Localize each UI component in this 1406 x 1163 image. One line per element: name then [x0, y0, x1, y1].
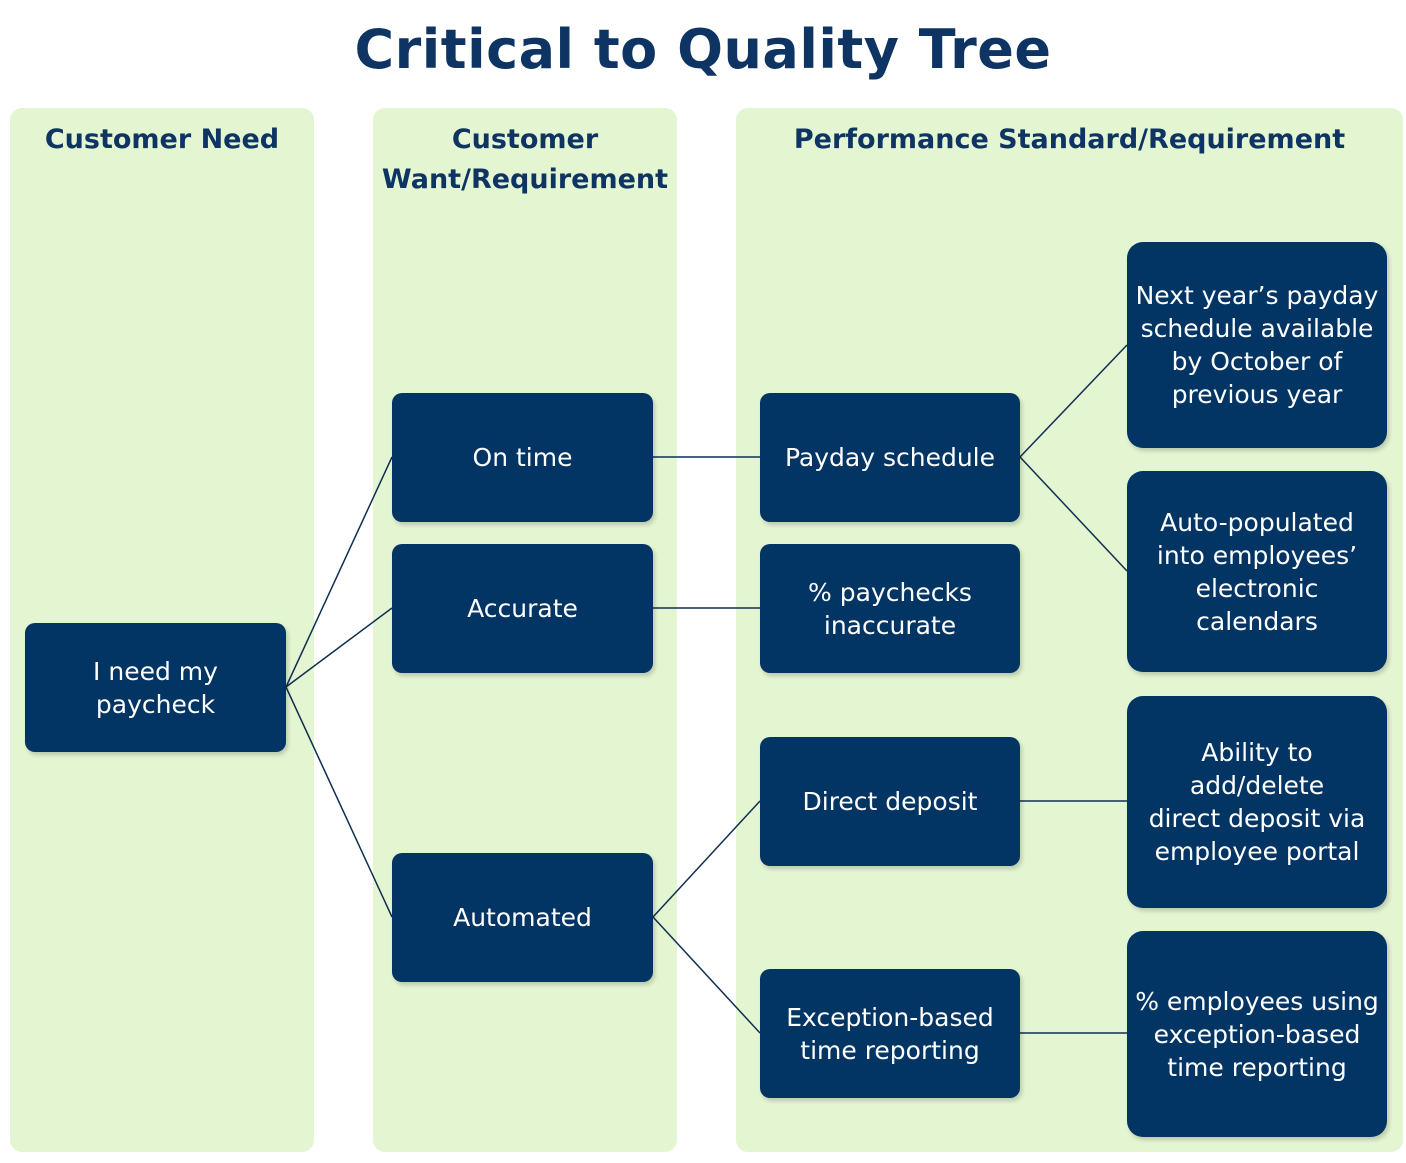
link-need-automated	[285, 686, 393, 918]
node-auto-populated: Auto-populated into employees’ electroni…	[1127, 471, 1387, 672]
node-pct-paychecks-inaccurate: % paychecks inaccurate	[760, 544, 1020, 673]
node-customer-need: I need my paycheck	[25, 623, 286, 752]
link-automated-deposit	[652, 800, 761, 918]
node-pct-employees-exception: % employees using exception-based time r…	[1127, 931, 1387, 1137]
link-need-accurate	[285, 607, 393, 688]
node-payday-schedule: Payday schedule	[760, 393, 1020, 522]
link-payday-next-year	[1019, 344, 1128, 458]
node-add-delete-deposit: Ability to add/delete direct deposit via…	[1127, 696, 1387, 908]
node-exception-reporting: Exception-based time reporting	[760, 969, 1020, 1098]
page-title: Critical to Quality Tree	[354, 18, 1052, 81]
node-accurate: Accurate	[392, 544, 653, 673]
link-payday-auto-populated	[1019, 456, 1128, 572]
link-need-on-time	[285, 456, 393, 688]
node-automated: Automated	[392, 853, 653, 982]
node-on-time: On time	[392, 393, 653, 522]
customer-want-heading: Customer Want/Requirement	[381, 124, 669, 195]
link-automated-exception	[652, 916, 761, 1034]
performance-standard-heading: Performance Standard/Requirement	[793, 124, 1346, 155]
customer-need-heading: Customer Need	[44, 124, 280, 155]
node-next-year-schedule: Next year’s payday schedule available by…	[1127, 242, 1387, 448]
node-direct-deposit: Direct deposit	[760, 737, 1020, 866]
